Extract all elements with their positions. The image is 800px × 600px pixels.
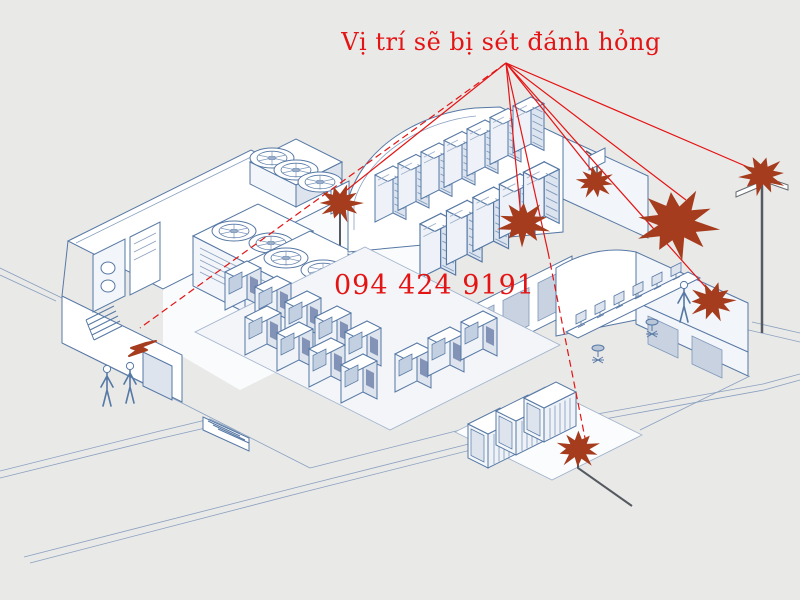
line-to-lightning-mast xyxy=(505,62,758,172)
mech-cabinet-2 xyxy=(129,221,161,296)
diagram-title: Vị trí sẽ bị sét đánh hỏng xyxy=(341,28,661,56)
rooftop-fan-unit xyxy=(248,138,344,208)
line-to-roof-vent xyxy=(337,62,507,198)
strike-containers xyxy=(556,430,600,467)
lightning-annotations xyxy=(128,62,785,467)
phone-number: 094 424 9191 xyxy=(334,270,535,301)
electrical-room xyxy=(194,246,561,431)
office-wing xyxy=(555,249,749,379)
line-to-entrance xyxy=(139,62,507,329)
exterior-stairs xyxy=(202,416,250,452)
office-chairs xyxy=(591,318,659,364)
line-to-building-corner xyxy=(505,62,687,201)
strike-lightning-mast xyxy=(738,157,785,197)
line-to-antenna xyxy=(505,62,597,177)
office-desk xyxy=(564,271,702,339)
strike-rooftop-antenna xyxy=(575,166,613,198)
interior-stairs xyxy=(85,305,123,341)
entrance-door xyxy=(142,351,173,401)
line-to-server-racks xyxy=(505,62,522,218)
strike-building-corner xyxy=(638,190,721,261)
strike-server-racks xyxy=(497,202,551,248)
entrance-strike-arrow xyxy=(128,340,157,357)
line-to-containers-upper xyxy=(505,62,549,253)
strike-roof-vent-mast xyxy=(319,184,364,223)
line-to-containers-lower xyxy=(547,251,586,439)
strike-office-wall xyxy=(691,282,737,322)
mech-cabinet-1 xyxy=(92,238,126,313)
wall-right-extension xyxy=(562,136,649,239)
